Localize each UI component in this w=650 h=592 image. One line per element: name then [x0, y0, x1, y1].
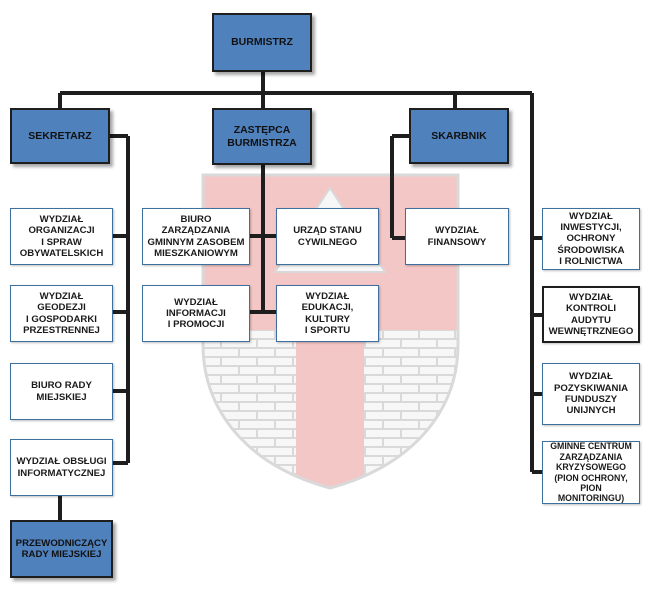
crest-outline — [201, 173, 460, 490]
box-biuro-rady: BIURO RADY MIEJSKIEJ — [10, 363, 113, 420]
box-burmistrz: BURMISTRZ — [212, 13, 312, 72]
box-wydzial-geodezji: WYDZIAŁ GEODEZJI I GOSPODARKI PRZESTRENN… — [10, 285, 113, 342]
box-wydzial-organizacji: WYDZIAŁ ORGANIZACJI I SPRAW OBYWATELSKIC… — [10, 208, 113, 265]
box-sekretarz: SEKRETARZ — [10, 108, 110, 164]
box-biuro-zarzadzania: BIURO ZARZĄDZANIA GMINNYM ZASOBEM MIESZK… — [142, 208, 250, 265]
box-wydzial-finansowy: WYDZIAŁ FINANSOWY — [405, 208, 509, 265]
box-wydzial-inwestycji: WYDZIAŁ INWESTYCJI, OCHRONY ŚRODOWISKA I… — [542, 208, 640, 270]
box-wydzial-pozyskiwania: WYDZIAŁ POZYSKIWANIA FUNDUSZY UNIJNYCH — [542, 363, 640, 425]
box-skarbnik: SKARBNIK — [409, 108, 509, 164]
box-wydzial-kontroli: WYDZIAŁ KONTROLI AUDYTU WEWNĘTRZNEGO — [542, 286, 640, 343]
box-wydzial-edukacji: WYDZIAŁ EDUKACJI, KULTURY I SPORTU — [276, 285, 379, 342]
box-wydzial-obslugi: WYDZIAŁ OBSŁUGI INFORMATYCZNEJ — [10, 439, 113, 496]
box-urzad-stanu-cywilnego: URZĄD STANU CYWILNEGO — [276, 208, 379, 265]
box-zastepca-burmistrza: ZASTĘPCA BURMISTRZA — [212, 108, 312, 165]
box-wydzial-informacji: WYDZIAŁ INFORMACJI I PROMOCJI — [142, 285, 250, 342]
box-gminne-centrum: GMINNE CENTRUM ZARZĄDZANIA KRYZYSOWEGO (… — [542, 441, 640, 504]
box-przewodniczacy-rady: PRZEWODNICZĄCY RADY MIEJSKIEJ — [10, 520, 113, 578]
